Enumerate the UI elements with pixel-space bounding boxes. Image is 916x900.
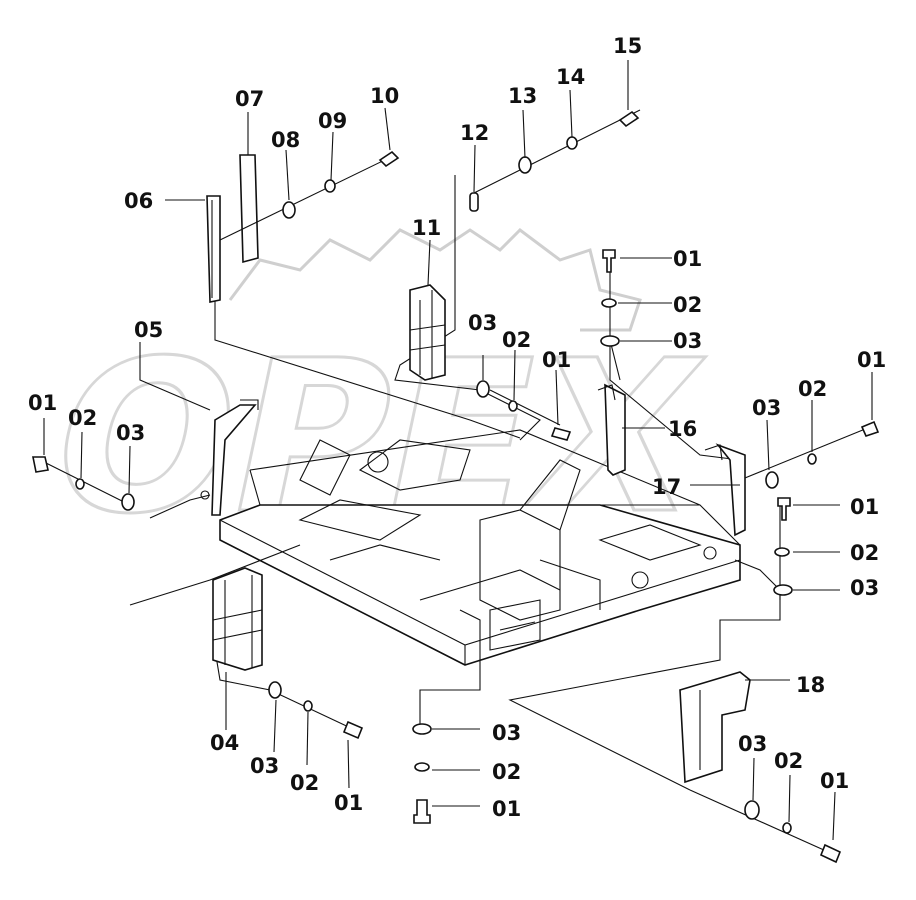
part-11-bracket [409,284,446,381]
callout-02-upper-right: 02 [673,293,702,317]
callout-02-middle: 02 [502,328,531,352]
callout-01-right-mid: 01 [857,348,886,372]
callout-03-right-lower: 03 [850,576,879,600]
callout-03-middle: 03 [468,311,497,335]
fastener-set-bottom-right [744,800,842,864]
callout-07: 07 [235,87,264,111]
callout-03-right-mid: 03 [752,396,781,420]
assembly-lines [39,175,876,856]
callout-18: 18 [796,673,825,697]
callout-08: 08 [271,128,300,152]
fastener-set-12-15 [469,109,641,212]
fastener-set-right-lower [773,497,793,596]
callout-01-bottom-right: 01 [820,769,849,793]
callout-13: 13 [508,84,537,108]
callout-15: 15 [613,34,642,58]
callout-01-bottom-left: 01 [334,791,363,815]
fastener-set-bottom-middle [412,723,432,824]
callout-10: 10 [370,84,399,108]
fastener-set-bottom-left [268,681,364,740]
callout-labels: 06 07 08 09 10 11 12 13 14 15 16 17 18 0… [28,34,886,821]
part-16-bracket [597,383,626,476]
part-04-bracket [212,567,263,671]
fastener-set-left [32,456,135,511]
callout-05: 05 [134,318,163,342]
part-07-plate [239,154,259,264]
callout-02-right-mid: 02 [798,377,827,401]
callout-16: 16 [668,417,697,441]
callout-04: 04 [210,731,239,755]
callout-02-left: 02 [68,406,97,430]
part-06-bracket [206,195,221,303]
fastener-set-middle [476,380,572,441]
part-17-bracket [704,443,746,537]
callout-03-upper-right: 03 [673,329,702,353]
fastener-set-right-mid [765,420,880,489]
part-18-cover [679,671,751,784]
callout-02-bottom-right: 02 [774,749,803,773]
callout-01-right-lower: 01 [850,495,879,519]
callout-06: 06 [124,189,153,213]
callout-17: 17 [652,475,681,499]
callout-09: 09 [318,109,347,133]
callout-03-left: 03 [116,421,145,445]
callout-14: 14 [556,65,585,89]
callout-12: 12 [460,121,489,145]
callout-03-bottom-right: 03 [738,732,767,756]
fastener-set-right-upper [600,249,620,347]
callout-01-left: 01 [28,391,57,415]
fastener-set-08-10 [219,150,400,241]
callout-11: 11 [412,216,441,240]
callout-01-bottom-middle: 01 [492,797,521,821]
callout-01-upper-right: 01 [673,247,702,271]
callout-02-bottom-middle: 02 [492,760,521,784]
callout-02-right-lower: 02 [850,541,879,565]
part-05-bracket [200,399,259,516]
callout-03-bottom-middle: 03 [492,721,521,745]
callout-leaders [43,60,873,841]
callout-02-bottom-left: 02 [290,771,319,795]
main-frame [219,429,741,666]
callout-03-bottom-left: 03 [250,754,279,778]
callout-01-middle: 01 [542,348,571,372]
